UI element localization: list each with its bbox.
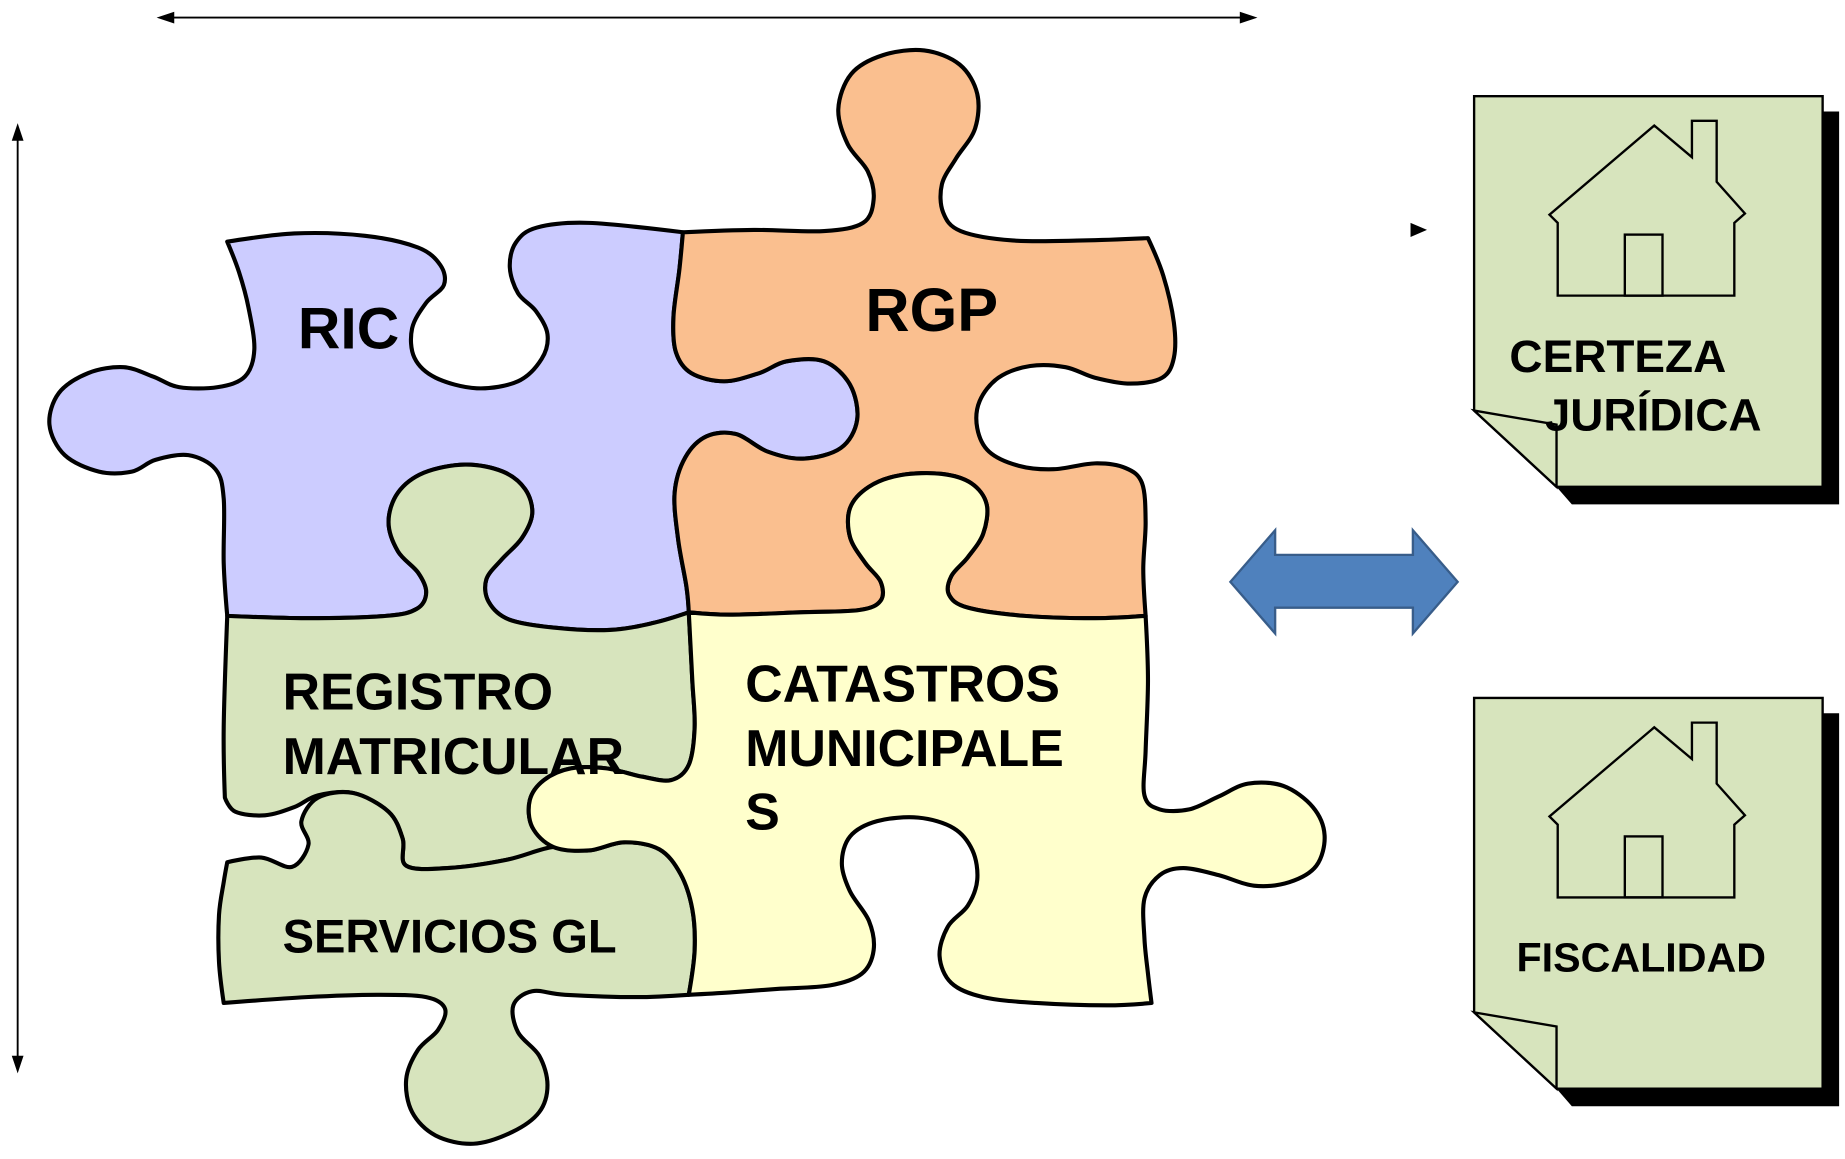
catastros-municipales-line-3: S	[745, 782, 780, 840]
outcome-card-certeza-juridica: CERTEZA JURÍDICA	[1470, 95, 1840, 505]
note-card	[1472, 696, 1824, 1090]
note-card	[1472, 95, 1824, 488]
puzzle-piece-servicios-gl	[216, 790, 697, 1146]
outcome-line-1: FISCALIDAD	[1517, 934, 1766, 980]
catastros-municipales-line-1: CATASTROS	[745, 655, 1060, 713]
catastros-municipales-label: CATASTROS MUNICIPALE S	[745, 655, 1078, 841]
outcome-card-fiscalidad: FISCALIDAD	[1470, 696, 1840, 1107]
outcome-line-1: CERTEZA	[1509, 331, 1726, 382]
small-arrowhead-icon	[1410, 222, 1428, 237]
outcome-label: FISCALIDAD	[1517, 934, 1766, 980]
puzzle-piece-catastros-municipales	[526, 471, 1327, 1008]
ric-label: RIC	[298, 296, 399, 361]
card-folded-corner	[1470, 408, 1558, 490]
servicios-gl-label: SERVICIOS GL	[283, 910, 617, 963]
outcome-label: CERTEZA JURÍDICA	[1509, 331, 1761, 441]
registro-matricular-line-1: REGISTRO	[283, 663, 554, 721]
house-icon	[1547, 119, 1747, 297]
card-folded-corner	[1470, 1010, 1558, 1092]
registro-matricular-line-2: MATRICULAR	[283, 727, 624, 785]
vertical-double-arrow-icon	[11, 123, 24, 1074]
horizontal-double-arrow-icon	[156, 11, 1258, 24]
outcome-line-2: JURÍDICA	[1545, 390, 1762, 441]
rgp-label: RGP	[865, 276, 998, 344]
catastros-municipales-line-2: MUNICIPALE	[745, 719, 1063, 777]
puzzle: RIC RGP REGISTRO MATRICULAR CATASTROS MU…	[47, 47, 1327, 1146]
double-headed-arrow-icon	[1228, 527, 1460, 637]
house-icon	[1547, 721, 1747, 899]
registro-matricular-label: REGISTRO MATRICULAR	[283, 663, 624, 785]
